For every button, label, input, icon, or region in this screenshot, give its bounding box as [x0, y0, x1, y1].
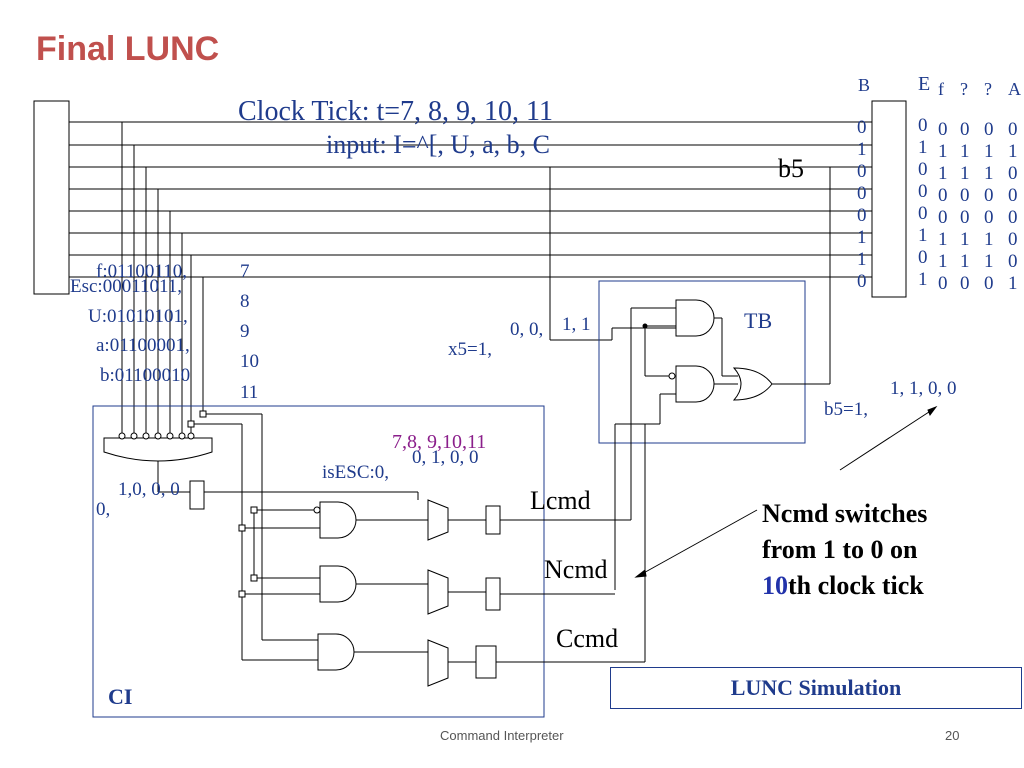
bit-cell: 1	[984, 229, 994, 250]
lcmd-label: Lcmd	[530, 486, 591, 515]
isesc-label: isESC:0,	[322, 462, 390, 483]
bit-cell: 0	[984, 119, 994, 140]
register-values-b: 0,	[96, 499, 111, 520]
encoding-a: a:01100001,	[96, 335, 190, 356]
col-header-b: B	[858, 75, 871, 95]
bit-cell: 0	[938, 207, 948, 228]
bit-cell: 0	[984, 207, 994, 228]
bit-cell: 0	[857, 205, 867, 226]
tick-11: 11	[240, 382, 259, 403]
b5-label: b5	[778, 154, 804, 183]
col-header-f: f	[938, 79, 944, 99]
tick-10: 10	[240, 351, 259, 372]
bit-cell: 0	[984, 273, 994, 294]
tick-8: 8	[240, 291, 250, 312]
bit-cell: 0	[918, 203, 928, 224]
bit-cell: 0	[918, 181, 928, 202]
clock-tick-label: Clock Tick: t=7, 8, 9, 10, 11	[238, 96, 554, 127]
b5-eq-label: b5=1,	[824, 399, 868, 420]
col-header-q1: ?	[960, 79, 968, 99]
col-header-a: A	[1008, 79, 1021, 99]
lunc-simulation-box: LUNC Simulation	[610, 667, 1022, 709]
bit-cell: 1	[857, 249, 867, 270]
bit-cell: 1	[918, 225, 928, 246]
bit-cell: 1	[960, 163, 970, 184]
bit-cell: 0	[857, 271, 867, 292]
bit-cell: 1	[984, 251, 994, 272]
encoding-f: f:01100110,	[96, 261, 187, 282]
bit-cell: 0	[984, 185, 994, 206]
bit-cell: 0	[1008, 185, 1018, 206]
bit-cell: 0	[857, 183, 867, 204]
ncmd-label: Ncmd	[544, 555, 608, 584]
encoding-esc: Esc:00011011,	[70, 276, 183, 297]
bit-cell: 0	[857, 117, 867, 138]
ccmd-label: Ccmd	[556, 624, 619, 653]
output-register	[871, 100, 907, 298]
x5-values-a: 0, 0,	[510, 319, 544, 340]
bit-cell: 0	[1008, 229, 1018, 250]
bit-cell: 1	[984, 141, 994, 162]
caption-line-2: from 1 to 0 on	[762, 535, 918, 564]
bit-cell: 1	[960, 251, 970, 272]
bit-cell: 0	[918, 115, 928, 136]
isesc-values: 0, 1, 0, 0	[412, 447, 479, 468]
input-register	[33, 100, 70, 295]
bit-cell: 0	[960, 185, 970, 206]
footer-text: Command Interpreter	[440, 728, 564, 743]
bit-cell: 0	[918, 159, 928, 180]
bit-cell: 1	[918, 137, 928, 158]
ci-label: CI	[108, 684, 133, 709]
caption-line-1: Ncmd switches	[762, 499, 928, 528]
b5-values: 1, 1, 0, 0	[890, 378, 957, 399]
bit-cell: 1	[918, 269, 928, 290]
caption-highlight: 10	[762, 571, 788, 600]
slide-title: Final LUNC	[36, 30, 220, 68]
input-label: input: I=^[, U, a, b, C	[326, 130, 551, 159]
bit-cell: 0	[960, 119, 970, 140]
tick-9: 9	[240, 321, 250, 342]
tb-label: TB	[744, 308, 773, 333]
bit-cell: 0	[960, 273, 970, 294]
encoding-u: U:01010101,	[88, 306, 188, 327]
bit-cell: 1	[938, 141, 948, 162]
clock-ticks-purple: 7,8, 9,10,11	[392, 431, 487, 453]
register-values-a: 1,0, 0, 0	[118, 479, 180, 500]
bit-cell: 0	[1008, 251, 1018, 272]
bit-cell: 0	[857, 161, 867, 182]
bit-cell: 1	[857, 139, 867, 160]
bit-cell: 1	[938, 251, 948, 272]
x5-label: x5=1,	[448, 339, 492, 360]
bit-cell: 1	[857, 227, 867, 248]
caption-line-3: 10th clock tick	[762, 568, 927, 604]
col-header-q2: ?	[984, 79, 992, 99]
bit-cell: 1	[984, 163, 994, 184]
bit-cell: 0	[1008, 163, 1018, 184]
bit-cell: 0	[938, 273, 948, 294]
bit-cell: 1	[938, 163, 948, 184]
bit-cell: 1	[960, 141, 970, 162]
bit-cell: 0	[918, 247, 928, 268]
page-number: 20	[945, 728, 960, 743]
bit-cell: 0	[938, 185, 948, 206]
encoding-b: b:01100010	[100, 365, 191, 386]
bit-cell: 0	[938, 119, 948, 140]
bit-cell: 1	[1008, 141, 1018, 162]
caption-rest: th clock tick	[788, 571, 924, 600]
bit-cell: 1	[938, 229, 948, 250]
tick-7: 7	[240, 261, 250, 282]
ncmd-caption: Ncmd switches from 1 to 0 on 10th clock …	[762, 496, 927, 604]
col-header-e: E	[918, 73, 931, 95]
bit-cell: 1	[1008, 273, 1018, 294]
bit-cell: 0	[1008, 119, 1018, 140]
bit-cell: 1	[960, 229, 970, 250]
bit-cell: 0	[960, 207, 970, 228]
x5-values-b: 1, 1	[562, 314, 591, 335]
bit-cell: 0	[1008, 207, 1018, 228]
